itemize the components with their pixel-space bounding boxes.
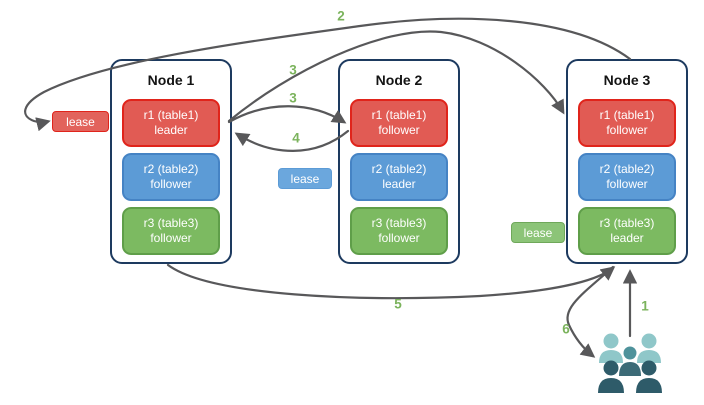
replica-range-label: r2 (table2) bbox=[371, 162, 427, 176]
node-1-replica-r2: r2 (table2) follower bbox=[122, 153, 220, 201]
node-3-replica-r1: r1 (table1) follower bbox=[578, 99, 676, 147]
replica-range-label: r2 (table2) bbox=[599, 162, 655, 176]
node-3-box: Node 3 r1 (table1) follower r2 (table2) … bbox=[566, 59, 688, 264]
node-3-replica-r2: r2 (table2) follower bbox=[578, 153, 676, 201]
lease-badge-table3: lease bbox=[511, 222, 565, 243]
replica-role-label: follower bbox=[150, 177, 192, 191]
node-1-title: Node 1 bbox=[147, 72, 195, 88]
node-2-replica-r2: r2 (table2) leader bbox=[350, 153, 448, 201]
step-label-4: 4 bbox=[292, 130, 300, 146]
replica-range-label: r1 (table1) bbox=[599, 108, 655, 122]
node-2-title: Node 2 bbox=[375, 72, 423, 88]
step-label-6: 6 bbox=[562, 321, 570, 337]
replica-range-label: r3 (table3) bbox=[599, 216, 655, 230]
replica-role-label: leader bbox=[610, 231, 644, 245]
replica-range-label: r1 (table1) bbox=[371, 108, 427, 122]
replica-role-label: leader bbox=[154, 123, 188, 137]
replica-range-label: r3 (table3) bbox=[143, 216, 199, 230]
replica-role-label: follower bbox=[150, 231, 192, 245]
replica-range-label: r1 (table1) bbox=[143, 108, 199, 122]
lease-badge-table1: lease bbox=[52, 111, 109, 132]
step-label-1: 1 bbox=[641, 298, 649, 314]
replica-role-label: follower bbox=[378, 231, 420, 245]
replica-role-label: follower bbox=[378, 123, 420, 137]
replica-role-label: follower bbox=[606, 123, 648, 137]
node-2-replica-r1: r1 (table1) follower bbox=[350, 99, 448, 147]
arrow-step-3-node1-to-node2 bbox=[227, 105, 347, 124]
step-label-5: 5 bbox=[394, 296, 402, 312]
arrow-step-5-node1-to-node3 bbox=[166, 263, 616, 300]
step-label-3a: 3 bbox=[289, 62, 297, 78]
replica-role-label: leader bbox=[382, 177, 416, 191]
replica-range-label: r3 (table3) bbox=[371, 216, 427, 230]
replica-range-label: r2 (table2) bbox=[143, 162, 199, 176]
replica-role-label: follower bbox=[606, 177, 648, 191]
node-1-replica-r3: r3 (table3) follower bbox=[122, 207, 220, 255]
step-label-2: 2 bbox=[337, 8, 345, 24]
node-2-box: Node 2 r1 (table1) follower r2 (table2) … bbox=[338, 59, 460, 264]
node-1-box: Node 1 r1 (table1) leader r2 (table2) fo… bbox=[110, 59, 232, 264]
node-2-replica-r3: r3 (table3) follower bbox=[350, 207, 448, 255]
step-label-3b: 3 bbox=[289, 90, 297, 106]
node-3-replica-r3: r3 (table3) leader bbox=[578, 207, 676, 255]
users-icon bbox=[598, 333, 662, 393]
lease-badge-table2: lease bbox=[278, 168, 332, 189]
node-3-title: Node 3 bbox=[603, 72, 651, 88]
node-1-replica-r1: r1 (table1) leader bbox=[122, 99, 220, 147]
